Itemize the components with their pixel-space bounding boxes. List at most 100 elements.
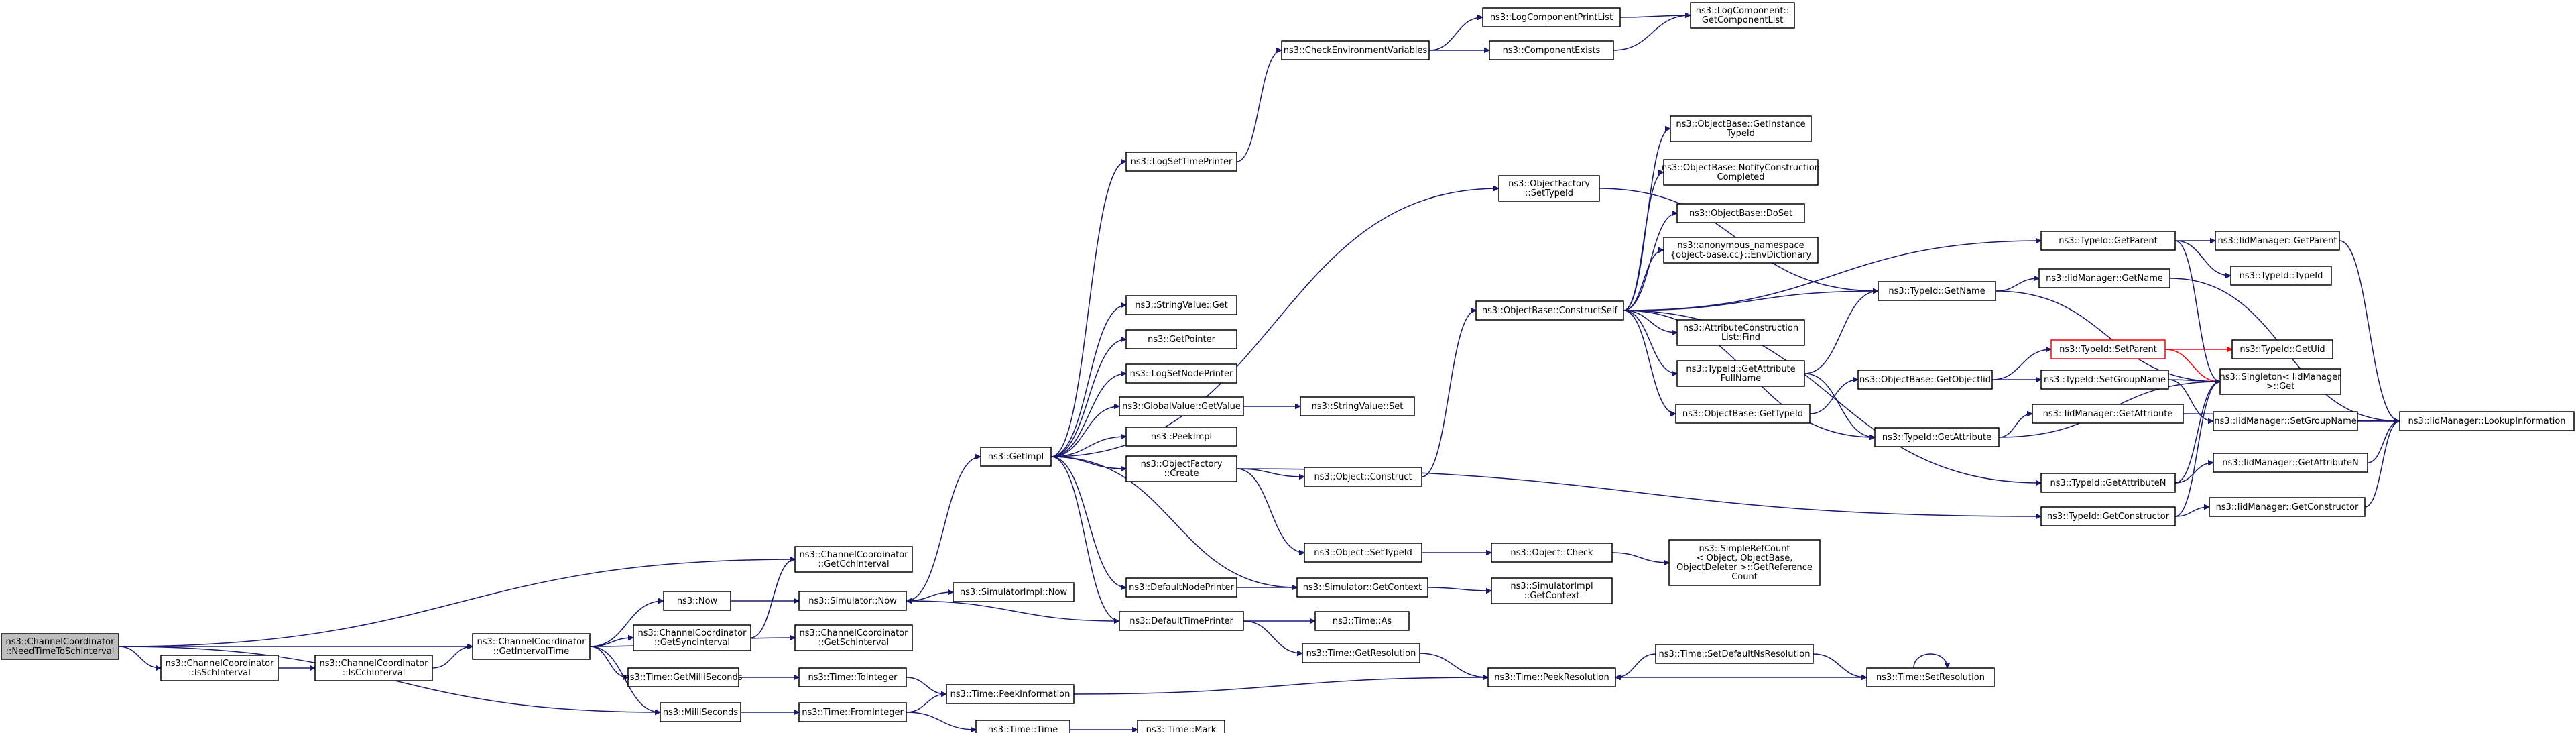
graph-node[interactable]: ns3::Simulator::GetContext <box>1296 577 1428 598</box>
graph-node[interactable]: ns3::Time::FromInteger <box>798 702 907 722</box>
node-label: ns3::Singleton< IidManager <box>2219 372 2341 382</box>
graph-node[interactable]: ns3::Time::GetResolution <box>1302 643 1420 663</box>
graph-node[interactable]: ns3::Time::As <box>1314 611 1410 631</box>
graph-node[interactable]: ns3::TypeId::GetUid <box>2231 339 2333 359</box>
node-box <box>1125 363 1237 384</box>
node-label: ns3::Time::Time <box>988 725 1058 733</box>
edge-n12-n13 <box>906 694 946 713</box>
graph-node[interactable]: ns3::ChannelCoordinator::IsSchInterval <box>160 655 279 681</box>
graph-node[interactable]: ns3::IidManager::GetConstructor <box>2209 497 2366 517</box>
graph-node[interactable]: ns3::Object::Construct <box>1304 467 1422 487</box>
graph-node[interactable]: ns3::ObjectBase::GetObjectIid <box>1857 370 1993 390</box>
graph-node[interactable]: ns3::TypeId::GetConstructor <box>2040 506 2176 526</box>
node-box <box>1125 329 1237 349</box>
node-label: ns3::ObjectBase::GetObjectIid <box>1859 375 1991 385</box>
node-label: ns3::ChannelCoordinator <box>800 628 909 638</box>
graph-node[interactable]: ns3::SimpleRefCount< Object, ObjectBase,… <box>1668 539 1821 586</box>
node-label: ::IsCchInterval <box>343 668 406 678</box>
node-box <box>1690 2 1795 29</box>
graph-node[interactable]: ns3::ChannelCoordinator::GetSchInterval <box>794 624 913 651</box>
graph-node[interactable]: ns3::ObjectBase::DoSet <box>1676 203 1805 223</box>
graph-node[interactable]: ns3::ChannelCoordinator::GetSyncInterval <box>633 624 751 651</box>
node-box <box>1676 319 1805 346</box>
graph-node[interactable]: ns3::StringValue::Set <box>1300 396 1415 416</box>
graph-node[interactable]: ns3::IidManager::GetAttribute <box>2032 404 2184 424</box>
graph-node[interactable]: ns3::DefaultTimePrinter <box>1119 611 1244 631</box>
graph-node[interactable]: ns3::TypeId::SetParent <box>2050 339 2166 359</box>
graph-node[interactable]: ns3::Time::Time <box>975 720 1070 733</box>
graph-node[interactable]: ns3::Time::PeekResolution <box>1487 667 1616 687</box>
graph-node[interactable]: ns3::TypeId::SetGroupName <box>2040 370 2169 390</box>
graph-node[interactable]: ns3::IidManager::GetName <box>2038 268 2170 288</box>
graph-node[interactable]: ns3::IidManager::GetAttributeN <box>2213 453 2368 473</box>
graph-node[interactable]: ns3::ChannelCoordinator::GetCchInterval <box>794 546 913 573</box>
node-box <box>1675 404 1811 424</box>
graph-node[interactable]: ns3::ObjectBase::NotifyConstructionCompl… <box>1662 159 1820 186</box>
node-box <box>1487 667 1616 687</box>
graph-node[interactable]: ns3::GetImpl <box>980 447 1052 467</box>
node-label: ns3::ChannelCoordinator <box>320 659 429 669</box>
graph-node[interactable]: ns3::PeekImpl <box>1125 427 1237 447</box>
graph-node[interactable]: ns3::SimulatorImpl::Now <box>953 582 1075 602</box>
graph-node[interactable]: ns3::SimulatorImpl::GetContext <box>1491 577 1613 604</box>
graph-node[interactable]: ns3::ObjectFactory::SetTypeId <box>1498 175 1600 202</box>
node-label: ObjectDeleter >::GetReference <box>1676 563 1813 573</box>
graph-node[interactable]: ns3::ObjectFactory::Create <box>1125 455 1237 482</box>
graph-node[interactable]: ns3::Time::SetResolution <box>1866 667 1995 687</box>
node-box <box>1304 543 1422 563</box>
graph-node[interactable]: ns3::Simulator::Now <box>798 591 907 611</box>
graph-node[interactable]: ns3::Object::SetTypeId <box>1304 543 1422 563</box>
graph-node[interactable]: ns3::LogComponentPrintList <box>1482 7 1621 27</box>
graph-node[interactable]: ns3::ComponentExists <box>1489 40 1614 60</box>
node-box <box>1119 611 1244 631</box>
graph-node[interactable]: ns3::Time::ToInteger <box>798 667 907 687</box>
edge-n57-n67 <box>2174 240 2221 382</box>
graph-node[interactable]: ns3::LogComponent::GetComponentList <box>1690 2 1795 29</box>
graph-node[interactable]: ns3::Singleton< IidManager>::Get <box>2219 368 2341 395</box>
graph-node[interactable]: ns3::IidManager::GetParent <box>2215 231 2340 251</box>
graph-node[interactable]: ns3::ChannelCoordinator::NeedTimeToSchIn… <box>1 633 119 660</box>
node-box <box>1314 611 1410 631</box>
graph-node[interactable]: ns3::Time::PeekInformation <box>946 684 1075 704</box>
graph-node[interactable]: ns3::TypeId::GetParent <box>2040 231 2176 251</box>
graph-node[interactable]: ns3::ObjectBase::ConstructSelf <box>1475 300 1624 321</box>
graph-node[interactable]: ns3::ChannelCoordinator::IsCchInterval <box>314 655 433 681</box>
graph-node[interactable]: ns3::IidManager::SetGroupName <box>2213 411 2358 431</box>
node-label: ns3::DefaultTimePrinter <box>1129 616 1233 626</box>
node-label: ns3::Now <box>677 596 718 606</box>
graph-node[interactable]: ns3::Now <box>663 591 731 611</box>
graph-node[interactable]: ns3::TypeId::GetAttributeN <box>2040 473 2176 493</box>
graph-node[interactable]: ns3::StringValue::Get <box>1125 295 1237 315</box>
node-label: ::SetTypeId <box>1525 188 1573 199</box>
node-label: ns3::LogComponentPrintList <box>1490 13 1613 23</box>
graph-node[interactable]: ns3::DefaultNodePrinter <box>1125 577 1237 598</box>
graph-node[interactable]: ns3::CheckEnvironmentVariables <box>1281 40 1430 60</box>
node-label: ns3::Time::SetResolution <box>1876 673 1985 683</box>
graph-node[interactable]: ns3::ChannelCoordinator::GetIntervalTime <box>472 633 591 660</box>
graph-node[interactable]: ns3::MilliSeconds <box>660 702 741 722</box>
graph-node[interactable]: ns3::IidManager::LookupInformation <box>2399 411 2575 431</box>
graph-node[interactable]: ns3::Time::GetMilliSeconds <box>624 667 743 687</box>
node-label: < Object, ObjectBase, <box>1697 553 1793 563</box>
graph-node[interactable]: ns3::LogSetNodePrinter <box>1125 363 1237 384</box>
graph-node[interactable]: ns3::anonymous_namespace{object-base.cc}… <box>1663 237 1819 264</box>
graph-node[interactable]: ns3::LogSetTimePrinter <box>1125 152 1237 172</box>
edge-n11-n13 <box>906 677 946 694</box>
graph-node[interactable]: ns3::Time::SetDefaultNsResolution <box>1655 644 1814 664</box>
graph-node[interactable]: ns3::TypeId::GetAttribute <box>1874 427 2000 447</box>
graph-node[interactable]: ns3::Time::Mark <box>1137 720 1225 733</box>
graph-node[interactable]: ns3::ObjectBase::GetTypeId <box>1675 404 1811 424</box>
graph-node[interactable]: ns3::Object::Check <box>1491 543 1613 563</box>
graph-node[interactable]: ns3::GlobalValue::GetValue <box>1119 396 1244 416</box>
node-box <box>2040 231 2176 251</box>
graph-node[interactable]: ns3::TypeId::GetName <box>1878 281 1996 301</box>
edge-n64-n69 <box>2339 240 2400 421</box>
graph-node[interactable]: ns3::TypeId::TypeId <box>2230 266 2332 286</box>
node-label: ns3::CheckEnvironmentVariables <box>1284 46 1428 56</box>
node-box <box>1119 396 1244 416</box>
graph-node[interactable]: ns3::GetPointer <box>1125 329 1237 349</box>
node-label: ns3::TypeId::GetName <box>1888 286 1985 296</box>
